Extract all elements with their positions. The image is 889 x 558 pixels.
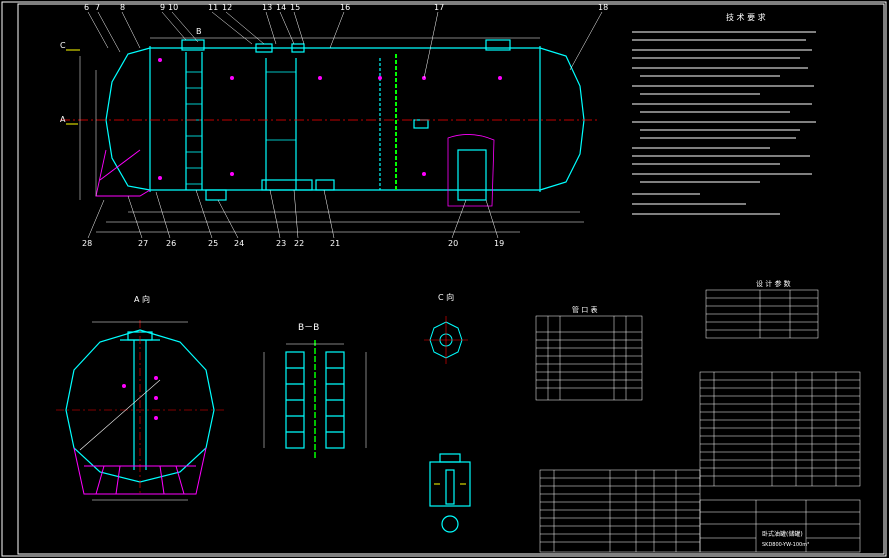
view-a-dots — [122, 376, 158, 420]
view-a-saddle — [73, 447, 207, 495]
view-a-title: A 向 — [134, 294, 150, 304]
balloon-23: 23 — [276, 239, 286, 248]
balloon-7: 7 — [95, 3, 100, 12]
spec-table — [705, 289, 819, 339]
balloon-14a: 14 — [276, 3, 286, 12]
balloon-13: 13 — [262, 3, 272, 12]
balloon-labels-bottom: 28 27 26 25 24 23 22 21 20 19 — [82, 239, 504, 248]
title-block-drawing-no: SKD800-YW-100m³ — [762, 542, 809, 548]
balloon-19: 19 — [494, 239, 504, 248]
balloon-24: 24 — [234, 239, 244, 248]
balloon-11: 11 — [208, 3, 218, 12]
balloon-26: 26 — [166, 239, 176, 248]
notes-title: 技 术 要 求 — [726, 12, 766, 22]
balloon-6: 6 — [84, 3, 89, 12]
balloon-21: 21 — [330, 239, 340, 248]
technical-notes-lines — [632, 31, 816, 215]
nozzle-table-title: 管 口 表 — [572, 305, 597, 314]
marker-a: A — [60, 115, 66, 124]
marker-b: B — [196, 27, 202, 36]
balloon-27: 27 — [138, 239, 148, 248]
dimension-lines — [79, 37, 584, 233]
balloon-22: 22 — [294, 239, 304, 248]
detail-c-lines — [424, 316, 468, 364]
balloon-12: 12 — [222, 3, 232, 12]
balloon-9: 9 — [160, 3, 165, 12]
marker-c: C — [60, 41, 66, 50]
main-elevation-view — [105, 39, 585, 201]
inner-frame — [17, 3, 885, 555]
parts-list-upper — [699, 371, 861, 487]
flange-markers — [158, 58, 502, 180]
manway-hatch — [447, 134, 495, 207]
view-a-dimensions — [92, 321, 188, 501]
parts-list-lower — [539, 469, 701, 553]
title-block — [699, 499, 861, 553]
spec-table-title: 设 计 参 数 — [756, 279, 791, 288]
section-bb-view — [285, 351, 345, 449]
balloon-28: 28 — [82, 239, 92, 248]
balloon-25: 25 — [208, 239, 218, 248]
leader-lines-top — [87, 11, 603, 79]
balloon-20: 20 — [448, 239, 458, 248]
balloon-10: 10 — [168, 3, 178, 12]
balloon-8: 8 — [120, 3, 125, 12]
section-markers: C A B — [60, 27, 202, 124]
leader-lines-bottom — [87, 189, 499, 239]
title-block-name: 卧式油罐(储罐) — [762, 530, 803, 538]
nozzle-table — [535, 315, 643, 401]
balloon-15: 15 — [290, 3, 300, 12]
view-a-diagonal — [79, 379, 161, 451]
left-saddle — [95, 149, 151, 197]
balloon-16: 16 — [340, 3, 350, 12]
detail-c-title: C 向 — [438, 292, 454, 302]
nozzle-detail-view — [429, 453, 471, 533]
balloon-17: 17 — [434, 3, 444, 12]
balloon-labels-top: 6 7 8 9 10 11 12 13 14 15 16 17 18 — [84, 3, 608, 12]
balloon-18: 18 — [598, 3, 608, 12]
section-bb-dimensions — [263, 343, 367, 448]
section-bb-title: B－B — [298, 323, 319, 333]
